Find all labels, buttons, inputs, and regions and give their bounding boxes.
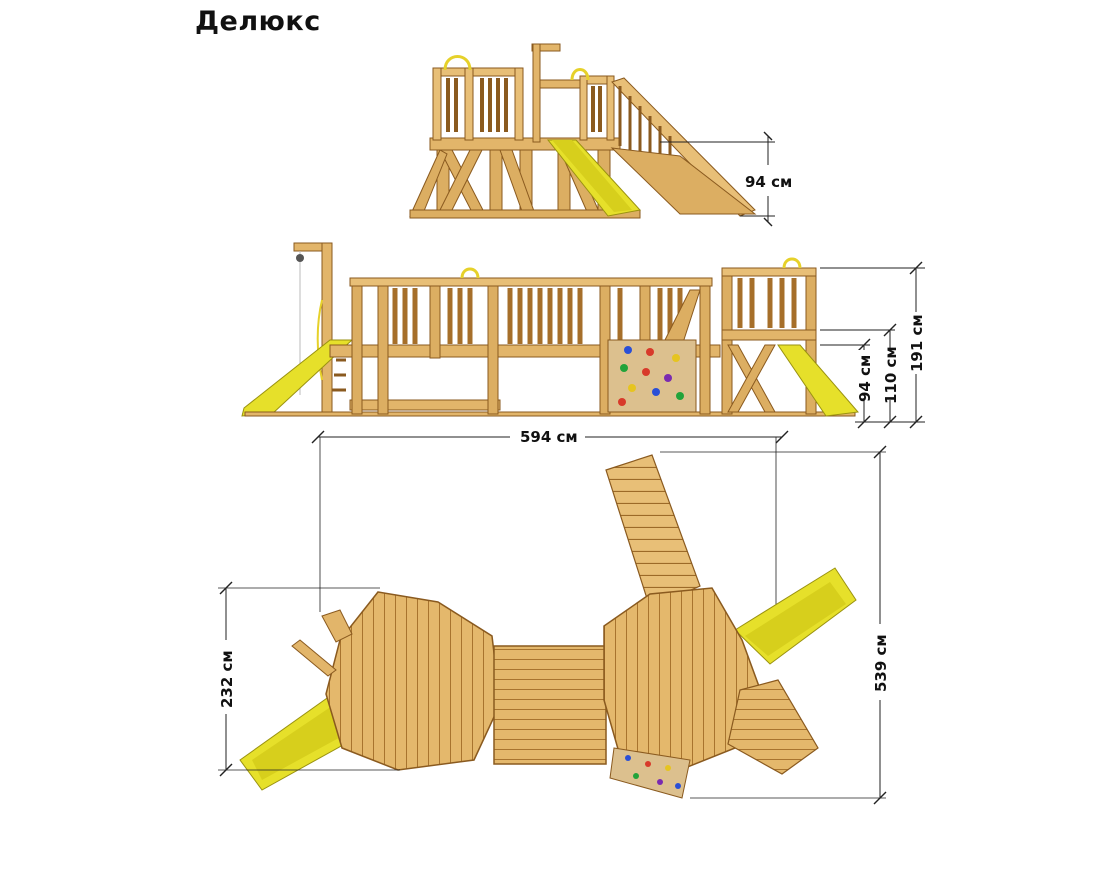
length-dimension: 594 см xyxy=(311,428,789,640)
side-dimension: 94 см xyxy=(660,131,792,227)
dim-top-depth: 539 см xyxy=(872,634,890,692)
climbing-holds xyxy=(618,346,684,406)
top-climbing-wall xyxy=(609,747,691,799)
dim-front-110: 110 см xyxy=(882,346,900,404)
front-view xyxy=(241,242,859,417)
page-title: Делюкс xyxy=(195,6,321,37)
side-view xyxy=(409,43,757,219)
dim-front-191: 191 см xyxy=(908,314,926,372)
top-view xyxy=(239,454,857,799)
top-dimensions: 232 см 539 см xyxy=(218,445,890,805)
top-stairs xyxy=(605,454,701,609)
dim-top-width: 232 см xyxy=(218,650,236,708)
top-small-deck xyxy=(727,679,819,775)
top-platform-left xyxy=(325,591,501,771)
dim-total-length: 594 см xyxy=(520,428,578,446)
front-dimensions: 94 см 110 см 191 см xyxy=(820,261,926,429)
top-bridge xyxy=(493,645,607,765)
dim-side-height: 94 см xyxy=(745,173,792,191)
dim-front-94: 94 см xyxy=(856,355,874,402)
